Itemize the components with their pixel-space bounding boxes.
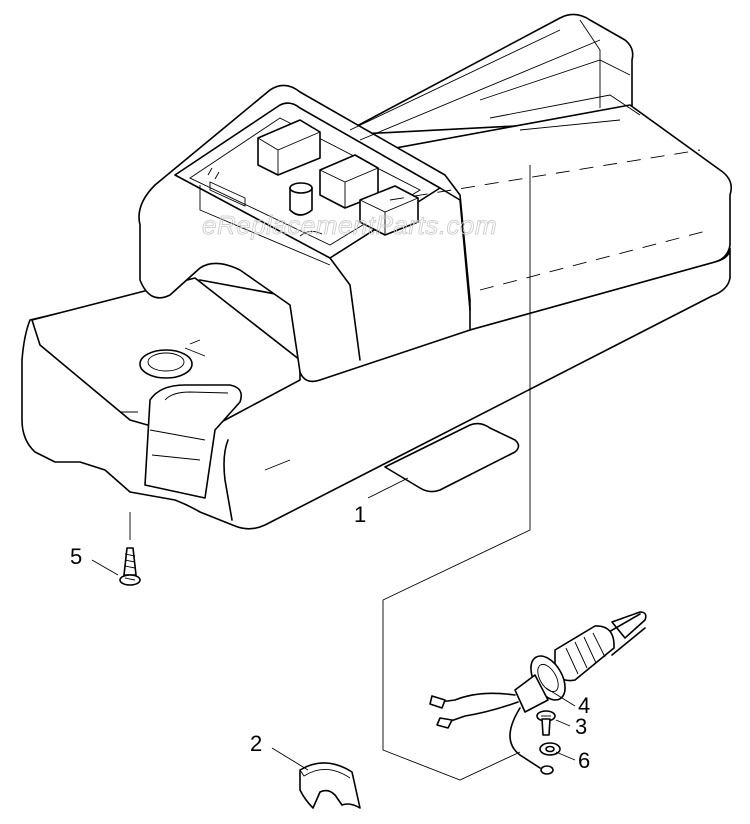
- leader-lines: [91, 477, 576, 771]
- callout-4: 4: [578, 693, 590, 718]
- clip-part-2: [299, 762, 361, 809]
- callout-3: 3: [575, 714, 587, 739]
- callout-2: 2: [250, 731, 262, 756]
- housing: [21, 13, 733, 530]
- washer-part-6: [539, 742, 561, 756]
- assembly-frame: [382, 165, 531, 781]
- screw-part-3: [536, 710, 556, 736]
- watermark: eReplacementParts.com: [202, 210, 497, 240]
- power-cord-part-4: [429, 611, 647, 775]
- label-plate: [384, 422, 520, 493]
- callout-6: 6: [578, 748, 590, 773]
- screw-part-5: [119, 512, 141, 586]
- callout-5: 5: [70, 544, 82, 569]
- callout-1: 1: [354, 502, 366, 527]
